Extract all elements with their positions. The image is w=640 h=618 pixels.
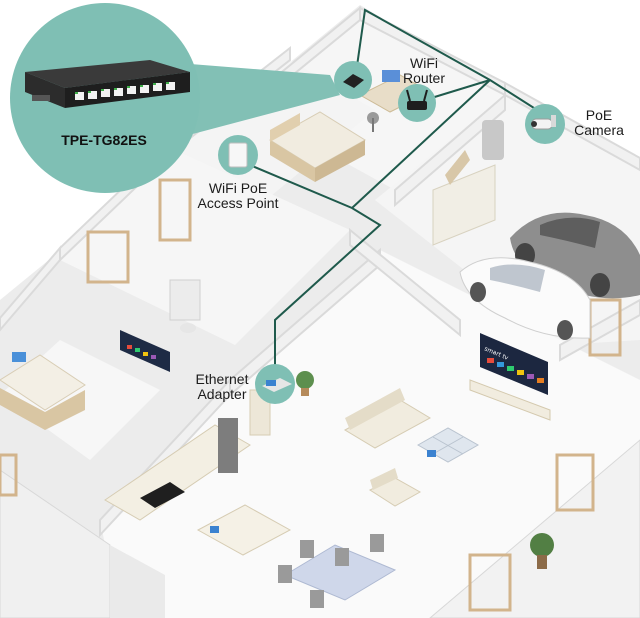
bed-top [269, 111, 366, 182]
bedroom2-floor [60, 150, 350, 345]
laptop [12, 352, 26, 362]
security-camera-icon [525, 104, 565, 144]
office-desk [358, 70, 432, 132]
wifi-poe-access-point-label: WiFi PoE Access Point [197, 180, 279, 211]
front-wall-right [429, 439, 640, 618]
ethernet-adapter-icon [255, 364, 295, 404]
poe-camera-label: PoE Camera [574, 107, 624, 138]
dining-area [278, 534, 397, 608]
front-wall-left [0, 469, 111, 618]
bathroom [169, 279, 201, 333]
tablet-device [210, 526, 219, 533]
network-switch-icon [25, 60, 190, 108]
wifi-router-label: WiFi Router [402, 55, 446, 86]
plant-living [296, 371, 314, 396]
cooktop [140, 482, 185, 508]
armchair [368, 468, 422, 507]
product-model-label: TPE-TG82ES [61, 132, 147, 148]
tv-left [120, 330, 170, 372]
monitor [382, 70, 400, 82]
access-point-icon [218, 135, 258, 175]
bedroom-2 [0, 330, 170, 430]
phone-device [427, 450, 436, 457]
living-tv [469, 333, 551, 421]
ethernet-adapter-label: Ethernet Adapter [195, 371, 249, 402]
sofa-main [343, 388, 432, 449]
tv-left-apps [127, 345, 156, 359]
water-heater [482, 120, 504, 160]
fridge [218, 418, 238, 473]
garage [432, 120, 640, 340]
front-wall-corner [110, 545, 165, 618]
kitchen-island [196, 504, 292, 556]
wifi-router-badge [334, 61, 372, 99]
plant-front [530, 533, 554, 569]
wifi-router-icon [398, 84, 436, 122]
kitchen [104, 389, 292, 556]
